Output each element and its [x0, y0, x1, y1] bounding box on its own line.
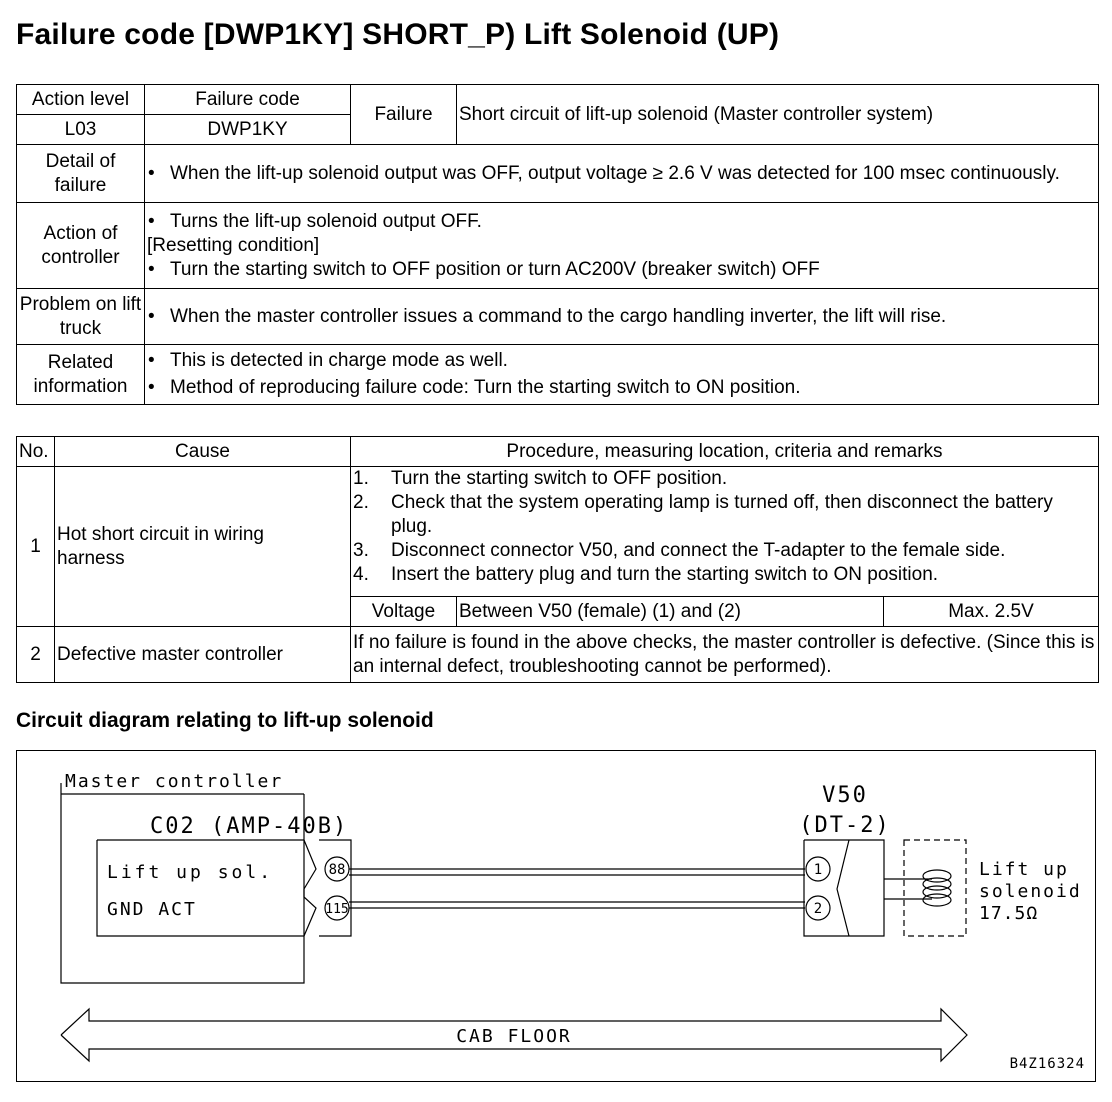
related-item-1: This is detected in charge mode as well. — [170, 350, 508, 371]
coil-turn — [922, 885, 952, 899]
header-procedure: Procedure, measuring location, criteria … — [350, 436, 1099, 467]
failure-code-value: DWP1KY — [144, 114, 351, 145]
step-item: 4.Insert the battery plug and turn the s… — [353, 564, 939, 585]
cab-floor-label: CAB FLOOR — [456, 1026, 572, 1047]
v50-label: V50 — [822, 783, 868, 808]
circuit-diagram-svg: Master controller C02 (AMP-40B) Lift up … — [60, 771, 1085, 1072]
problem-cell: • When the master controller issues a com… — [144, 288, 1099, 345]
cause-table: No. Cause Procedure, measuring location,… — [16, 436, 1099, 683]
v50-type-label: (DT-2) — [799, 813, 890, 838]
detail-cell: • When the lift-up solenoid output was OF… — [144, 144, 1099, 203]
pin-1-label: 1 — [814, 862, 822, 878]
resetting-heading: [Resetting condition] — [147, 234, 320, 256]
diagram-heading: Circuit diagram relating to lift-up sole… — [16, 709, 434, 732]
step-item: 3.Disconnect connector V50, and connect … — [353, 540, 1006, 561]
coil-turn — [922, 869, 952, 883]
bullet: • — [148, 162, 155, 184]
detail-label: Detail of failure — [16, 144, 145, 203]
figure-code: B4Z16324 — [1010, 1056, 1085, 1072]
page-title: Failure code [DWP1KY] SHORT_P) Lift Sole… — [16, 18, 780, 51]
measure-value: Max. 2.5V — [883, 596, 1099, 627]
c02-plug-outline — [319, 839, 352, 937]
pin-2-label: 2 — [814, 901, 822, 917]
row-1-no: 1 — [16, 466, 55, 627]
bullet: • — [148, 350, 155, 371]
step-item: 2.Check that the system operating lamp i… — [353, 492, 1053, 537]
failure-label: Failure — [350, 84, 457, 145]
bullet: • — [148, 210, 155, 232]
master-controller-label: Master controller — [65, 771, 283, 792]
action-level-label: Action level — [16, 84, 145, 115]
row-2-no: 2 — [16, 626, 55, 683]
action-cell: •Turns the lift-up solenoid output OFF. … — [144, 202, 1099, 289]
cab-floor-arrow — [60, 1007, 968, 1063]
coil-turn — [922, 877, 952, 891]
row-2-cause: Defective master controller — [54, 626, 351, 683]
related-label: Related information — [16, 344, 145, 405]
signal-lift-up-label: Lift up sol. — [107, 862, 273, 883]
related-cell: • This is detected in charge mode as well… — [144, 344, 1099, 405]
v50-divider — [836, 839, 850, 937]
signal-gnd-label: GND ACT — [107, 899, 197, 920]
problem-label: Problem on lift truck — [16, 288, 145, 345]
action-item: Turns the lift-up solenoid output OFF. — [170, 210, 482, 232]
related-item-2: Method of reproducing failure code: Turn… — [170, 377, 801, 398]
resetting-item: Turn the starting switch to OFF position… — [170, 258, 820, 280]
pin-115-label: 115 — [325, 902, 348, 917]
solenoid-label-2: solenoid — [979, 881, 1082, 902]
row-1-cause: Hot short circuit in wiring harness — [54, 466, 351, 627]
header-cause: Cause — [54, 436, 351, 467]
action-level-value: L03 — [16, 114, 145, 145]
solenoid-resistance: 17.5Ω — [979, 903, 1038, 924]
coil-turn — [922, 893, 952, 907]
solenoid-label-1: Lift up — [979, 859, 1069, 880]
c02-connector-label: C02 (AMP-40B) — [150, 814, 348, 839]
v50-connector-box — [803, 839, 885, 937]
failure-code-label: Failure code — [144, 84, 351, 115]
pin-2-circle — [805, 895, 831, 921]
row-2-remark: If no failure is found in the above chec… — [350, 626, 1099, 683]
bullet: • — [148, 377, 155, 398]
problem-text: When the master controller issues a comm… — [170, 305, 947, 327]
failure-value: Short circuit of lift-up solenoid (Maste… — [456, 84, 1099, 145]
detail-text: When the lift-up solenoid output was OFF… — [170, 162, 1060, 184]
pin-1-circle — [805, 856, 831, 882]
c02-connector-box — [96, 839, 317, 937]
solenoid-box — [903, 839, 967, 937]
row-1-steps: 1.Turn the starting switch to OFF positi… — [350, 466, 1099, 597]
bullet: • — [148, 258, 155, 280]
measure-type: Voltage — [350, 596, 457, 627]
bullet: • — [148, 305, 155, 327]
circuit-diagram: Master controller C02 (AMP-40B) Lift up … — [16, 750, 1096, 1082]
measure-location: Between V50 (female) (1) and (2) — [456, 596, 884, 627]
pin-88-label: 88 — [329, 862, 346, 878]
step-item: 1.Turn the starting switch to OFF positi… — [353, 468, 728, 489]
failure-info-table: Action level Failure code Failure Short … — [16, 84, 1099, 405]
action-label: Action of controller — [16, 202, 145, 289]
header-no: No. — [16, 436, 55, 467]
